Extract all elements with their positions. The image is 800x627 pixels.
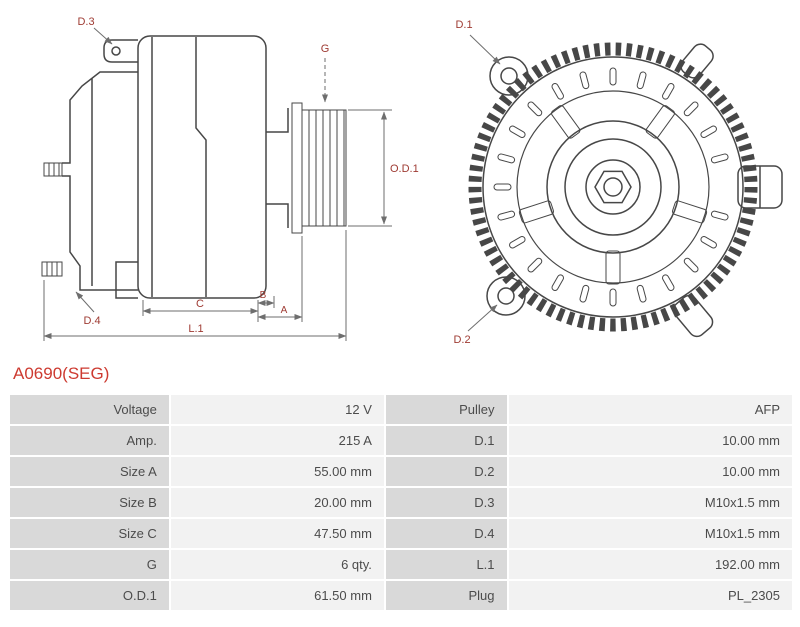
pulley-spokes bbox=[518, 105, 708, 285]
dim-label-d3: D.3 bbox=[77, 16, 94, 28]
spec-row: G 6 qty. L.1 192.00 mm bbox=[10, 550, 792, 579]
ear-bottom-left bbox=[486, 276, 526, 316]
dim-label-d2: D.2 bbox=[453, 334, 470, 346]
spec-label-size-a: Size A bbox=[10, 457, 169, 486]
dim-label-a: A bbox=[281, 305, 288, 316]
cooling-fins-ring bbox=[468, 42, 758, 332]
spec-value-size-a: 55.00 mm bbox=[170, 457, 384, 486]
shaft-nut-hexagon bbox=[594, 170, 632, 204]
spec-value-l1: 192.00 mm bbox=[508, 550, 792, 579]
ear-bottom-left-hole bbox=[497, 287, 515, 305]
side-top-lug bbox=[103, 39, 138, 63]
spec-value-pulley: AFP bbox=[508, 395, 792, 424]
spec-label-plug: Plug bbox=[385, 581, 507, 610]
spec-value-d3: M10x1.5 mm bbox=[508, 488, 792, 517]
spec-value-size-c: 47.50 mm bbox=[170, 519, 384, 548]
dim-label-c: C bbox=[196, 298, 204, 310]
spec-value-amp: 215 A bbox=[170, 426, 384, 455]
lug-top-right bbox=[680, 43, 714, 79]
side-dimension-lines bbox=[43, 27, 392, 341]
spec-label-size-c: Size C bbox=[10, 519, 169, 548]
alternator-side-view: D.3 G O.D.1 D.4 C B A L.1 bbox=[41, 16, 419, 341]
side-rear-housing bbox=[62, 71, 138, 299]
spec-value-voltage: 12 V bbox=[170, 395, 384, 424]
spec-label-size-b: Size B bbox=[10, 488, 169, 517]
alternator-technical-drawing: D.3 G O.D.1 D.4 C B A L.1 bbox=[41, 16, 783, 346]
spec-label-d4: D.4 bbox=[385, 519, 507, 548]
spec-value-od1: 61.50 mm bbox=[170, 581, 384, 610]
dim-label-d1: D.1 bbox=[455, 19, 472, 31]
front-dimension-lines bbox=[467, 34, 501, 332]
mounting-ears bbox=[486, 43, 783, 338]
spec-label-voltage: Voltage bbox=[10, 395, 169, 424]
spec-row: Amp. 215 A D.1 10.00 mm bbox=[10, 426, 792, 455]
spec-label-l1: L.1 bbox=[385, 550, 507, 579]
spec-value-d1: 10.00 mm bbox=[508, 426, 792, 455]
spec-label-amp: Amp. bbox=[10, 426, 169, 455]
spec-label-od1: O.D.1 bbox=[10, 581, 169, 610]
dim-label-d4: D.4 bbox=[83, 315, 100, 327]
spec-label-pulley: Pulley bbox=[385, 395, 507, 424]
dim-label-od1: O.D.1 bbox=[390, 163, 419, 175]
spec-label-g: G bbox=[10, 550, 169, 579]
dim-label-g: G bbox=[321, 43, 330, 55]
dim-label-b: B bbox=[260, 290, 267, 301]
ear-top-left-hole bbox=[500, 67, 518, 85]
vent-slots bbox=[493, 67, 729, 307]
spec-value-d4: M10x1.5 mm bbox=[508, 519, 792, 548]
spec-row: Size A 55.00 mm D.2 10.00 mm bbox=[10, 457, 792, 486]
dim-label-l1: L.1 bbox=[188, 323, 203, 335]
spec-row: Voltage 12 V Pulley AFP bbox=[10, 395, 792, 424]
side-pulley bbox=[291, 102, 347, 234]
spec-row: O.D.1 61.50 mm Plug PL_2305 bbox=[10, 581, 792, 610]
spec-label-d2: D.2 bbox=[385, 457, 507, 486]
front-pulley-hub bbox=[546, 120, 680, 254]
front-face bbox=[482, 56, 744, 318]
spec-row: Size C 47.50 mm D.4 M10x1.5 mm bbox=[10, 519, 792, 548]
spec-value-d2: 10.00 mm bbox=[508, 457, 792, 486]
spec-table: Voltage 12 V Pulley AFP Amp. 215 A D.1 1… bbox=[8, 393, 794, 612]
side-body bbox=[137, 35, 289, 299]
spec-row: Size B 20.00 mm D.3 M10x1.5 mm bbox=[10, 488, 792, 517]
alternator-front-view: D.1 D.2 bbox=[453, 19, 783, 346]
spec-value-g: 6 qty. bbox=[170, 550, 384, 579]
lug-bottom-right bbox=[672, 294, 714, 338]
part-number-heading: A0690(SEG) bbox=[13, 364, 110, 383]
side-studs bbox=[41, 162, 63, 277]
spec-label-d3: D.3 bbox=[385, 488, 507, 517]
spec-label-d1: D.1 bbox=[385, 426, 507, 455]
ear-top-left bbox=[489, 56, 529, 96]
spec-value-size-b: 20.00 mm bbox=[170, 488, 384, 517]
spec-value-plug: PL_2305 bbox=[508, 581, 792, 610]
